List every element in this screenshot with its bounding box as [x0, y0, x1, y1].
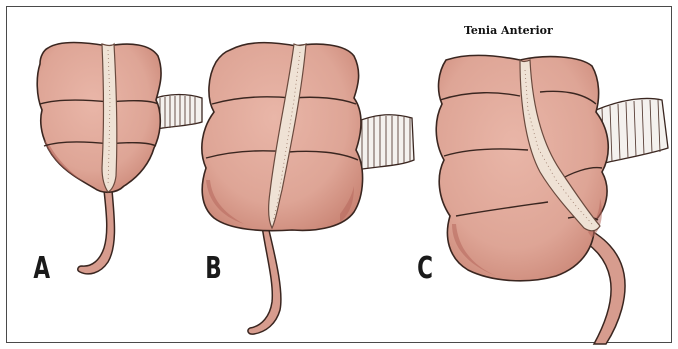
panel-b-cecum: B	[202, 43, 414, 334]
panel-label-b: B	[205, 252, 221, 286]
panel-label-a: A	[33, 252, 50, 286]
panel-b-appendix	[248, 226, 281, 334]
panel-c-cecum: Tenia Anterior C	[417, 24, 668, 344]
panel-a-appendix	[78, 190, 115, 274]
panel-a-cecum: A	[33, 43, 202, 287]
panel-a-sac	[37, 43, 161, 193]
panel-label-c: C	[417, 252, 433, 286]
tenia-anterior-caption: Tenia Anterior	[464, 24, 553, 37]
panel-b-ileum	[356, 115, 414, 170]
